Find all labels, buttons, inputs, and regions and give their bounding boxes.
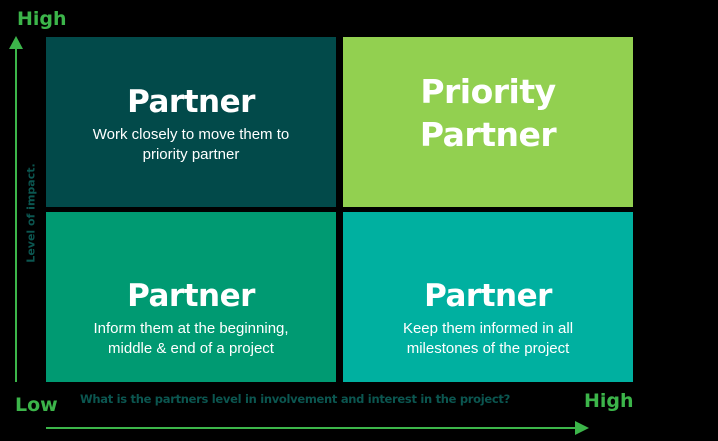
x-axis-arrowhead-icon xyxy=(575,421,589,435)
y-axis-title: Level of impact. xyxy=(24,163,38,263)
y-axis-line xyxy=(15,48,17,382)
x-axis-line xyxy=(46,427,576,429)
description-line: Keep them informed in all xyxy=(402,320,574,338)
description-line: Work closely to move them to xyxy=(92,126,290,144)
quadrant-title: Partner xyxy=(127,83,255,120)
title-line: Priority xyxy=(420,72,556,112)
quadrant-top-right: Priority Partner xyxy=(343,37,633,207)
quadrant-bottom-left: Partner Inform them at the beginning, mi… xyxy=(46,212,336,382)
quadrant-bottom-right: Partner Keep them informed in all milest… xyxy=(343,212,633,382)
y-axis-arrowhead-icon xyxy=(9,36,23,49)
quadrant-description: Keep them informed in all milestones of … xyxy=(403,319,573,358)
title-line: Partner xyxy=(419,115,557,154)
description-line: milestones of the project xyxy=(406,339,570,357)
quadrant-title: Priority Partner xyxy=(419,71,557,157)
quadrant-description: Work closely to move them to priority pa… xyxy=(93,125,289,164)
description-line: middle & end of a project xyxy=(108,339,274,357)
quadrant-top-left: Partner Work closely to move them to pri… xyxy=(46,37,336,207)
quadrant-title: Partner xyxy=(127,278,255,314)
x-axis-high-label: High xyxy=(584,390,634,412)
quadrant-description: Inform them at the beginning, middle & e… xyxy=(93,319,288,358)
quadrant-title: Partner xyxy=(424,278,552,314)
description-line: Inform them at the beginning, xyxy=(93,320,289,338)
x-axis-low-label: Low xyxy=(15,394,58,416)
x-axis-title: What is the partners level in involvemen… xyxy=(80,392,511,406)
y-axis-high-label: High xyxy=(17,8,67,30)
description-line: priority partner xyxy=(142,145,240,163)
